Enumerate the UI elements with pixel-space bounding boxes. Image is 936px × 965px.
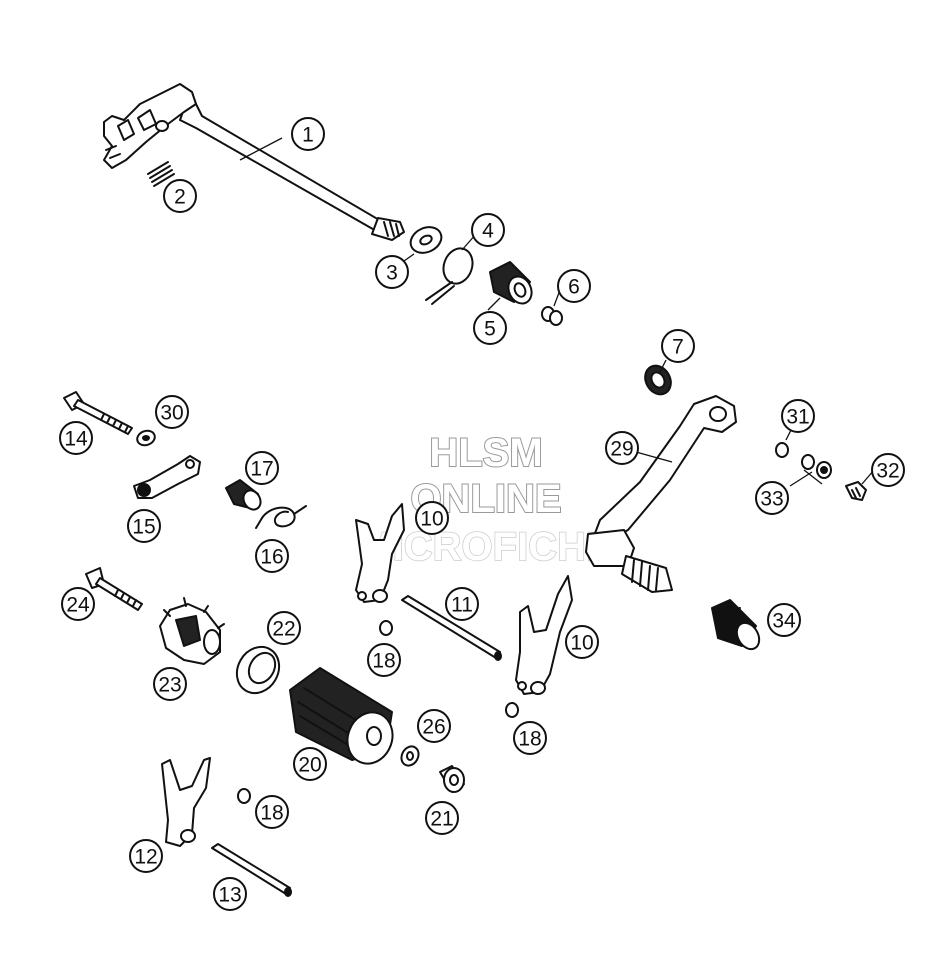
part-clip-4 (425, 247, 474, 305)
callout-29-text: 29 (610, 438, 633, 461)
callout-10-lower-text: 10 (570, 632, 593, 655)
callout-33-text: 33 (760, 488, 783, 511)
part-shift-rod-11 (401, 595, 502, 661)
callout-13: 13 (213, 877, 247, 911)
part-shift-drum-20 (289, 667, 394, 765)
callout-18-c-text: 18 (260, 802, 283, 825)
callout-32: 32 (871, 453, 905, 487)
callout-12-text: 12 (134, 846, 157, 869)
callout-18-b: 18 (513, 721, 547, 755)
callout-1: 1 (291, 117, 325, 151)
callout-22: 22 (267, 611, 301, 645)
part-shift-rod-13 (211, 843, 292, 897)
callout-16: 16 (255, 539, 289, 573)
part-shift-shaft (103, 83, 405, 241)
callout-4: 4 (471, 213, 505, 247)
part-nut-33 (801, 454, 832, 479)
callout-11-text: 11 (451, 594, 473, 617)
callout-15-text: 15 (132, 516, 155, 539)
callout-32-text: 32 (876, 460, 899, 483)
callout-labels: 1 2 3 4 5 6 7 29 31 32 33 14 30 15 17 16… (59, 117, 905, 911)
watermark: HLSM ONLINE MICROFICHE (359, 430, 614, 570)
callout-10-upper: 10 (415, 501, 449, 535)
callout-7-text: 7 (672, 336, 684, 359)
callout-20-text: 20 (298, 754, 321, 777)
part-pin-18b (505, 702, 519, 718)
part-spring-16 (255, 505, 307, 529)
part-pin-18a (379, 620, 393, 636)
part-washer-31 (775, 442, 789, 458)
part-shift-fork-12 (161, 757, 211, 847)
callout-16-text: 16 (260, 546, 283, 569)
callout-21: 21 (425, 801, 459, 835)
callout-24: 24 (61, 587, 95, 621)
callout-7: 7 (661, 329, 695, 363)
callout-5-text: 5 (484, 318, 496, 341)
callout-26-text: 26 (422, 716, 445, 739)
callout-31: 31 (781, 399, 815, 433)
callout-12: 12 (129, 839, 163, 873)
part-pin-18c (237, 788, 251, 804)
callout-30: 30 (155, 395, 189, 429)
callout-26: 26 (417, 709, 451, 743)
callout-31-text: 31 (786, 406, 809, 429)
callout-13-text: 13 (218, 884, 241, 907)
callout-3: 3 (375, 255, 409, 289)
part-washer-26 (400, 745, 420, 767)
callout-24-text: 24 (66, 594, 90, 617)
part-rubber-34 (711, 599, 761, 651)
part-bushing-5 (489, 261, 533, 305)
part-detent-star-23 (159, 597, 225, 665)
callout-18-a-text: 18 (372, 650, 395, 673)
callout-17-text: 17 (250, 458, 273, 481)
callout-22-text: 22 (272, 618, 295, 641)
callout-6-text: 6 (568, 276, 580, 299)
watermark-line-1: HLSM (429, 431, 542, 475)
callout-15: 15 (127, 509, 161, 543)
callout-5: 5 (473, 311, 507, 345)
part-spring-small (147, 161, 175, 187)
callout-23: 23 (153, 667, 187, 701)
part-bolt-32 (845, 481, 867, 501)
part-shift-lever (585, 395, 737, 593)
part-washer-3 (409, 226, 443, 254)
part-shift-fork-10b (515, 575, 573, 695)
callout-4-text: 4 (482, 220, 494, 243)
callout-18-a: 18 (367, 643, 401, 677)
part-seal-7 (644, 364, 672, 396)
callout-3-text: 3 (386, 262, 398, 285)
part-washer-30 (136, 429, 156, 447)
part-bolt-14 (63, 391, 133, 435)
callout-33: 33 (755, 481, 789, 515)
callout-18-b-text: 18 (518, 728, 541, 751)
callout-34: 34 (767, 603, 801, 637)
callout-11: 11 (445, 587, 479, 621)
callout-2-text: 2 (174, 186, 186, 209)
callout-20: 20 (293, 747, 327, 781)
callout-18-c: 18 (255, 795, 289, 829)
callout-17: 17 (245, 451, 279, 485)
callout-30-text: 30 (160, 402, 183, 425)
callout-10-upper-text: 10 (420, 508, 443, 531)
part-shift-fork-10a (355, 503, 405, 603)
callout-14-text: 14 (64, 428, 88, 451)
part-bearing-21 (439, 765, 465, 793)
callout-1-text: 1 (302, 124, 314, 147)
callout-14: 14 (59, 421, 93, 455)
callout-21-text: 21 (430, 808, 453, 831)
callout-6: 6 (557, 269, 591, 303)
part-nut-6 (541, 306, 563, 326)
callout-29: 29 (605, 431, 639, 465)
part-screw-24 (85, 567, 143, 611)
callout-34-text: 34 (772, 610, 796, 633)
part-link-15 (133, 455, 201, 499)
part-bearing-22 (235, 645, 281, 695)
callout-23-text: 23 (158, 674, 181, 697)
callout-10-lower: 10 (565, 625, 599, 659)
part-sleeve-17 (225, 479, 262, 511)
callout-2: 2 (163, 179, 197, 213)
